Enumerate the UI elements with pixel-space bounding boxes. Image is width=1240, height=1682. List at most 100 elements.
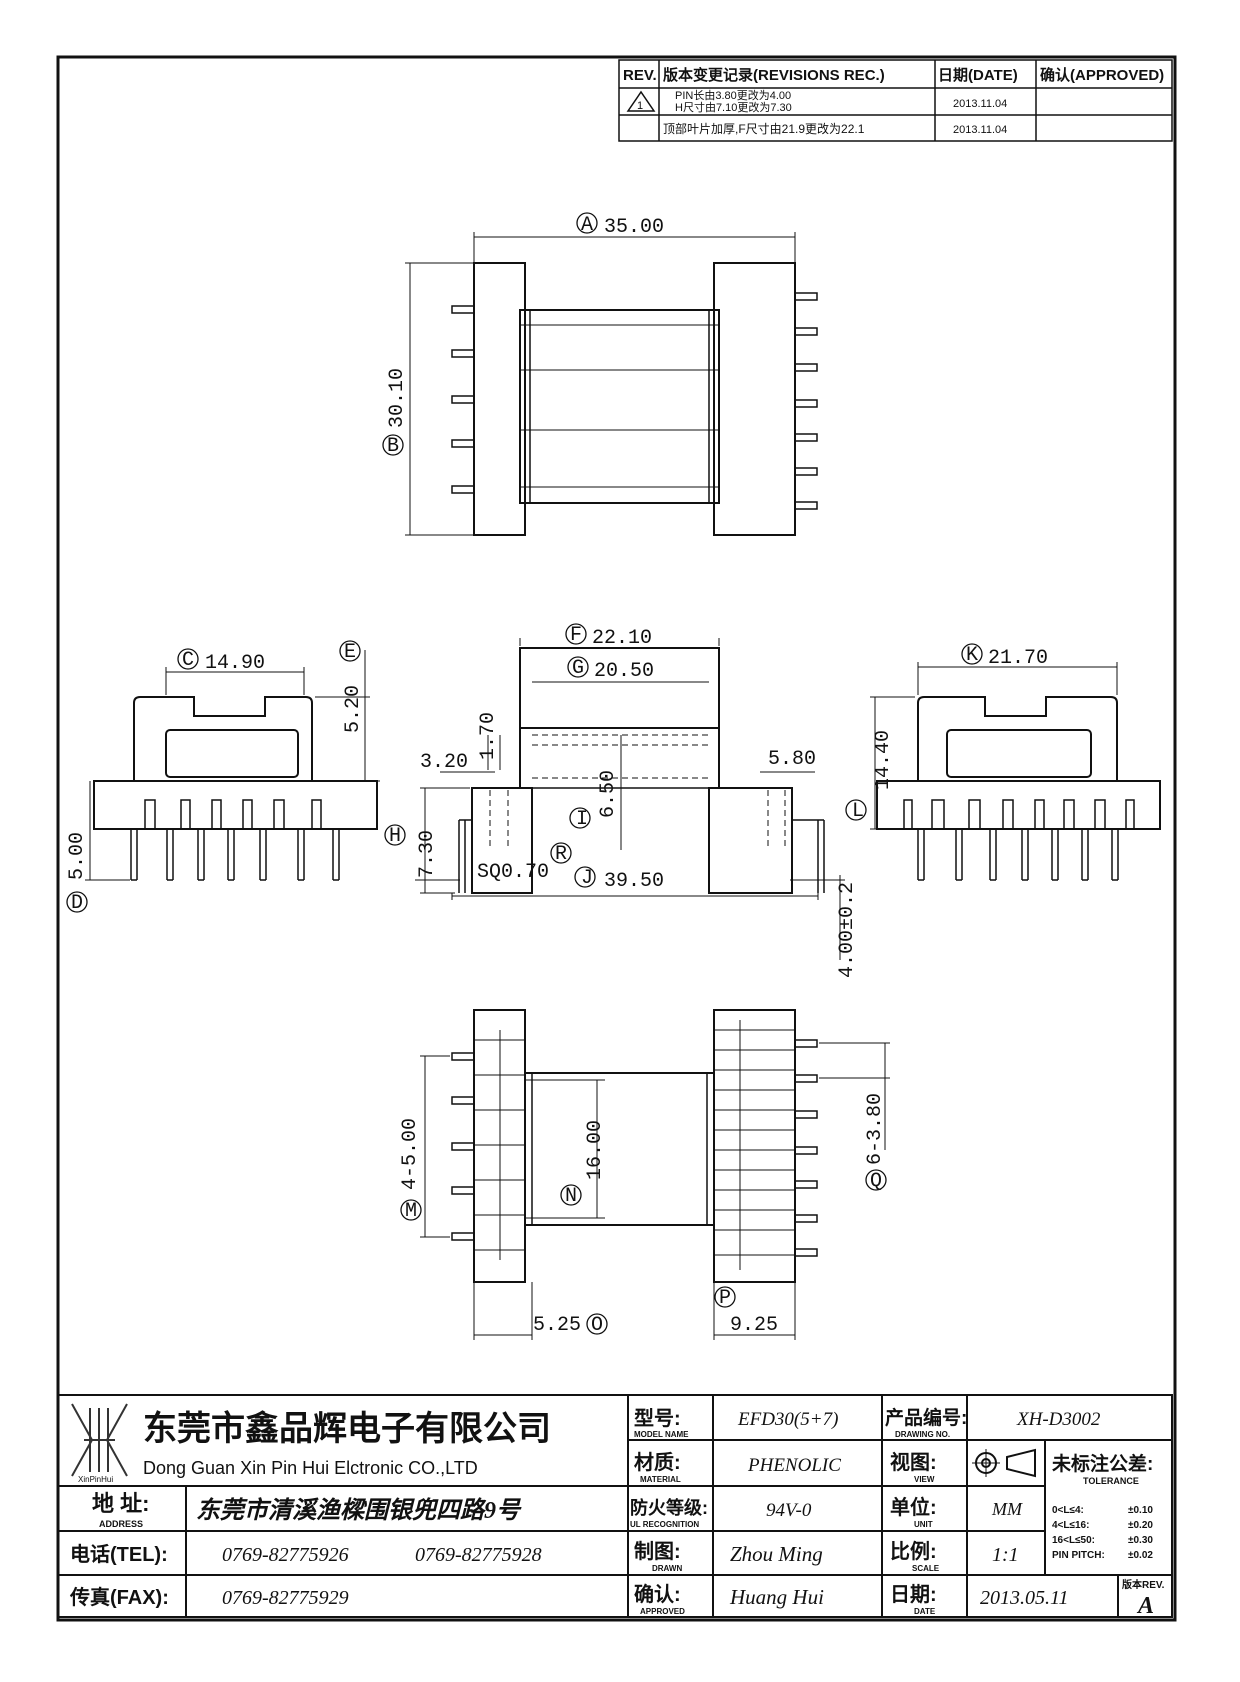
svg-text:20.50: 20.50 [594, 660, 654, 683]
svg-text:TOLERANCE: TOLERANCE [1083, 1476, 1139, 1486]
svg-text:14.90: 14.90 [205, 652, 265, 675]
dim-J: J 39.50 [574, 866, 664, 893]
dim-P: P 9.25 [714, 1286, 778, 1337]
rev-header-rev: REV. [623, 67, 657, 84]
rev-label: 版本REV. [1122, 1578, 1165, 1591]
address-label-en: ADDRESS [99, 1519, 143, 1529]
svg-text:DRAWN: DRAWN [652, 1564, 682, 1573]
company-name-cn: 东莞市鑫品辉电子有限公司 [143, 1409, 551, 1448]
dim-Q: 6-3.80 Q [864, 1093, 887, 1193]
rev1-line1: PIN长由3.80更改为4.00 [675, 88, 791, 102]
drawing-no-label: 产品编号: [885, 1406, 967, 1429]
approved-value: Huang Hui [729, 1585, 824, 1609]
top-view [405, 232, 818, 536]
svg-text:APPROVED: APPROVED [640, 1607, 685, 1616]
rev2-text: 顶部叶片加厚,F尺寸由21.9更改为22.1 [663, 121, 865, 136]
rev-header-date: 日期(DATE) [938, 66, 1018, 84]
rev2-date: 2013.11.04 [953, 124, 1007, 136]
tolerance-value: ±0.30 [1128, 1535, 1153, 1546]
svg-text:R: R [555, 843, 567, 866]
svg-text:F: F [570, 624, 582, 647]
revision-table: REV. 版本变更记录(REVISIONS REC.) 日期(DATE) 确认(… [618, 59, 1173, 142]
svg-text:UNIT: UNIT [914, 1520, 933, 1529]
svg-text:5.25: 5.25 [533, 1314, 581, 1337]
dim-G: G 20.50 [567, 656, 654, 683]
svg-text:VIEW: VIEW [914, 1475, 935, 1484]
tolerance-label: 未标注公差: [1051, 1452, 1153, 1475]
scale-label: 比例: [890, 1539, 937, 1563]
svg-text:MODEL NAME: MODEL NAME [634, 1430, 689, 1439]
svg-text:16.00: 16.00 [584, 1120, 607, 1180]
dim-1-70: 1.70 [477, 712, 500, 760]
svg-text:9.25: 9.25 [730, 1314, 778, 1337]
drawing-no-value: XH-D3002 [1016, 1409, 1101, 1430]
svg-text:P: P [719, 1287, 731, 1310]
svg-text:N: N [565, 1185, 577, 1208]
logo-text: XinPinHui [78, 1475, 113, 1484]
view-label: 视图: [890, 1451, 937, 1474]
dim-E: E 5.20 [339, 640, 365, 733]
tolerance-range: 16<L≤50: [1052, 1535, 1095, 1546]
svg-text:35.00: 35.00 [604, 216, 664, 239]
svg-text:C: C [182, 649, 194, 672]
tolerance-value: ±0.10 [1128, 1505, 1153, 1516]
rev-header-approved: 确认(APPROVED) [1040, 66, 1164, 84]
tolerance-range: 0<L≤4: [1052, 1505, 1084, 1516]
svg-text:14.40: 14.40 [872, 730, 895, 790]
svg-text:4-5.00: 4-5.00 [399, 1118, 422, 1190]
tel2-value: 0769-82775928 [415, 1544, 542, 1566]
svg-text:D: D [71, 892, 83, 915]
material-label: 材质: [634, 1451, 681, 1474]
model-label: 型号: [634, 1407, 681, 1430]
svg-text:1: 1 [637, 100, 643, 112]
ul-label: 防火等级: [630, 1497, 708, 1518]
tel-label: 电话(TEL): [70, 1543, 168, 1566]
model-value: EFD30(5+7) [737, 1409, 838, 1430]
dim-R: SQ0.70 R [477, 842, 572, 884]
date-label: 日期: [890, 1583, 937, 1606]
address-label: 地 址: [92, 1491, 149, 1516]
svg-text:G: G [572, 657, 584, 680]
rev-header-record: 版本变更记录(REVISIONS REC.) [663, 66, 885, 84]
dim-O: 5.25 O [533, 1313, 608, 1337]
svg-text:UL RECOGNITION: UL RECOGNITION [630, 1520, 699, 1529]
dim-N: 16.00 N [560, 1120, 607, 1208]
rev1-date: 2013.11.04 [953, 98, 1007, 110]
svg-text:A: A [581, 214, 593, 237]
tolerance-table: 0<L≤4: ±0.10 4<L≤16: ±0.20 16<L≤50: ±0.3… [1052, 1505, 1153, 1561]
dim-D: 5.00 D [66, 832, 89, 915]
ul-value: 94V-0 [766, 1500, 812, 1521]
svg-text:SQ0.70: SQ0.70 [477, 861, 549, 884]
svg-text:6-3.80: 6-3.80 [864, 1093, 887, 1165]
revision-triangle-icon: 1 [626, 90, 656, 112]
tel1-value: 0769-82775926 [222, 1544, 349, 1566]
svg-text:21.70: 21.70 [988, 647, 1048, 670]
svg-text:I: I [576, 808, 588, 831]
svg-text:4.00±0.2: 4.00±0.2 [836, 882, 859, 978]
dim-C: C 14.90 [177, 648, 265, 675]
svg-text:K: K [966, 644, 978, 667]
bottom-view [420, 1009, 890, 1340]
svg-text:L: L [852, 800, 864, 823]
svg-text:1.70: 1.70 [477, 712, 500, 760]
drawn-label: 制图: [634, 1540, 681, 1563]
tolerance-value: ±0.20 [1128, 1520, 1153, 1531]
svg-text:H: H [389, 825, 401, 848]
company-logo [71, 1403, 128, 1477]
left-side-view [85, 650, 380, 881]
dim-B-mark: B [382, 434, 404, 458]
dim-B: 30.10 [386, 368, 409, 428]
tolerance-value: ±0.02 [1128, 1550, 1153, 1561]
svg-text:J: J [581, 867, 593, 890]
dim-L: 14.40 L [845, 730, 895, 823]
dim-3-20: 3.20 [420, 751, 468, 774]
unit-label: 单位: [890, 1495, 937, 1519]
address-value: 东莞市清溪渔樑围银兜四路9号 [196, 1497, 522, 1524]
svg-text:B: B [387, 435, 399, 458]
fax-value: 0769-82775929 [222, 1587, 349, 1609]
scale-value: 1:1 [992, 1544, 1019, 1566]
tolerance-range: PIN PITCH: [1052, 1550, 1105, 1561]
unit-value: MM [991, 1499, 1023, 1519]
projection-symbol-icon [972, 1448, 1036, 1478]
svg-text:5.20: 5.20 [342, 685, 365, 733]
